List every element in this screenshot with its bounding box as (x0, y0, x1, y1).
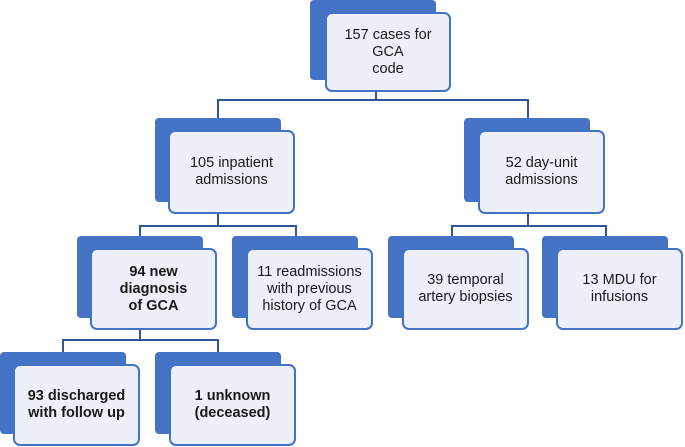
connector-newdiag-to-unknown (140, 339, 219, 352)
node-box: 94 new diagnosis of GCA (90, 248, 217, 330)
node-box: 93 discharged with follow up (13, 364, 140, 446)
node-box: 1 unknown (deceased) (169, 364, 296, 446)
node-box: 11 readmissions with previous history of… (246, 248, 373, 330)
connector-root-to-dayunit (376, 99, 529, 118)
node-box: 157 cases for GCA code (325, 12, 451, 92)
node-box: 39 temporal artery biopsies (402, 248, 529, 330)
node-label-new-diagnosis: 94 new diagnosis of GCA (119, 263, 188, 314)
connector-inpatient-children (139, 212, 219, 236)
node-label-inpatient: 105 inpatient admissions (189, 155, 274, 188)
node-label-root: 157 cases for GCA code (344, 26, 432, 77)
node-label-mdu: 13 MDU for infusions (582, 272, 657, 305)
node-box: 105 inpatient admissions (168, 130, 295, 214)
node-label-biopsies: 39 temporal artery biopsies (418, 272, 513, 305)
connector-dayunit-children (451, 212, 529, 236)
node-label-readmissions: 11 readmissions with previous history of… (257, 263, 362, 314)
connector-inpatient-to-readmissions (218, 225, 297, 236)
node-box: 13 MDU for infusions (556, 248, 683, 330)
node-label-unknown: 1 unknown (deceased) (194, 388, 271, 421)
node-label-dayunit: 52 day-unit admissions (505, 155, 578, 188)
connector-newdiag-children (62, 330, 141, 352)
node-box: 52 day-unit admissions (478, 130, 605, 214)
connector-dayunit-to-mdu (528, 225, 607, 236)
node-label-discharged: 93 discharged with follow up (27, 388, 126, 421)
